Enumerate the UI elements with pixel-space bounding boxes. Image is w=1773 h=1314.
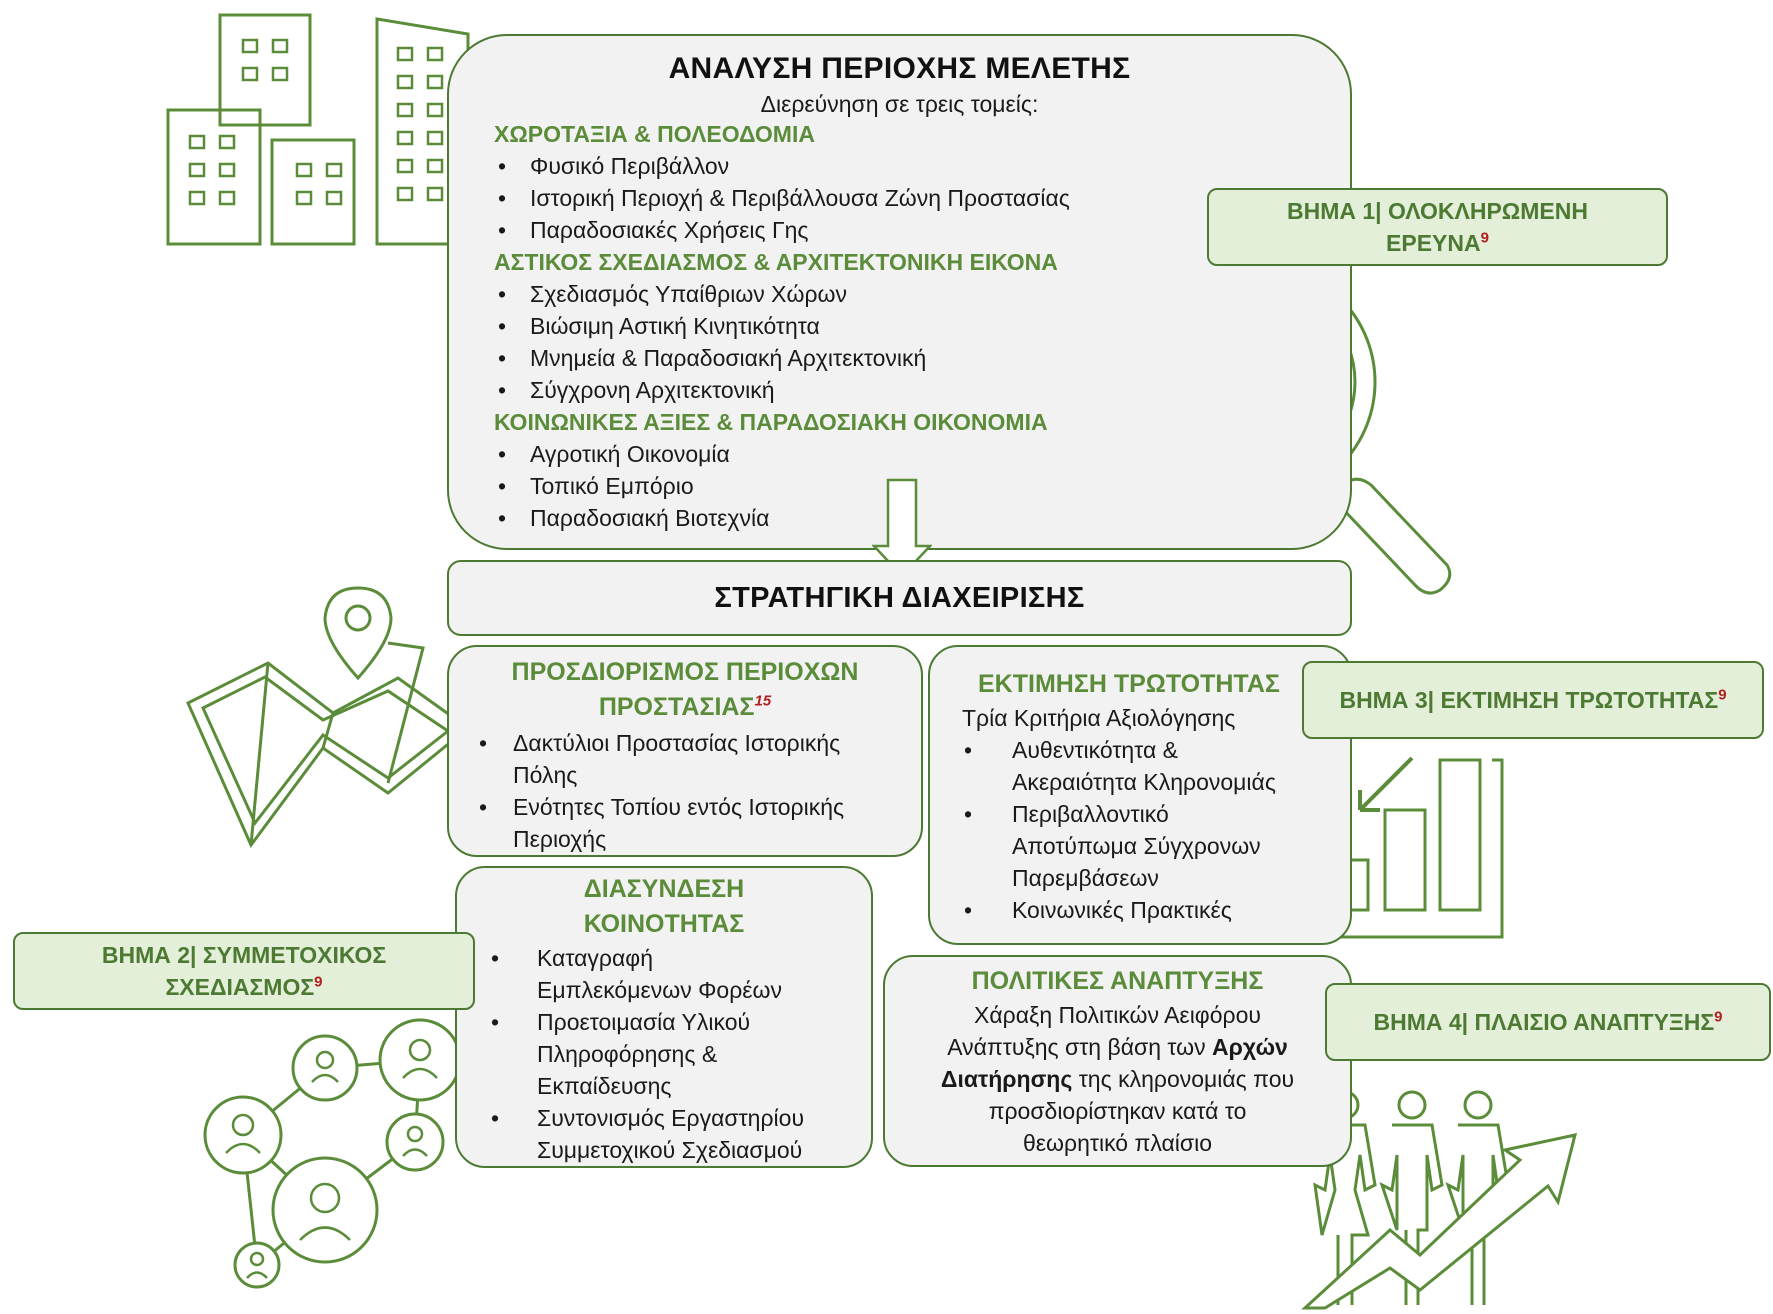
policy-line: θεωρητικό πλαίσιο [1023,1130,1212,1156]
list-item: Βιώσιμη Αστική Κινητικότητα [494,310,1350,342]
study-area-box: ΑΝΑΛΥΣΗ ΠΕΡΙΟΧΗΣ ΜΕΛΕΤΗΣ Διερεύνηση σε τ… [447,34,1352,550]
step-4-label: ΒΗΜΑ 4| ΠΛΑΙΣΙΟ ΑΝΑΠΤΥΞΗΣ9 [1325,983,1771,1061]
protection-areas-box: ΠΡΟΣΔΙΟΡΙΣΜΟΣ ΠΕΡΙΟΧΩΝ ΠΡΟΣΤΑΣΙΑΣ15 Δακτ… [447,645,923,857]
study-subtitle: Διερεύνηση σε τρεις τομείς: [760,91,1039,117]
policy-line: προσδιορίστηκαν κατά το [988,1098,1247,1124]
step-3-label: ΒΗΜΑ 3| ΕΚΤΙΜΗΣΗ ΤΡΩΤΟΤΗΤΑΣ9 [1302,661,1764,739]
section-heading-urban-design: ΑΣΤΙΚΟΣ ΣΧΕΔΙΑΣΜΟΣ & ΑΡΧΙΤΕΚΤΟΝΙΚΗ ΕΙΚΟΝ… [494,249,1058,275]
community-title-line1: ΔΙΑΣΥΝΔΕΣΗ [583,875,745,903]
footnote-ref: 9 [1714,1008,1723,1026]
list-item: Σχεδιασμός Υπαίθριων Χώρων [494,278,1350,310]
footnote-ref: 9 [1480,229,1489,247]
list-item: Τοπικό Εμπόριο [494,470,1350,502]
step-1-label: ΒΗΜΑ 1| ΟΛΟΚΛΗΡΩΜΕΝΗ ΕΡΕΥΝΑ9 [1207,188,1668,266]
people-growth-icon [1300,1090,1580,1310]
list-item: Κοινωνικές Πρακτικές [960,894,1350,926]
protection-title-line1: ΠΡΟΣΔΙΟΡΙΣΜΟΣ ΠΕΡΙΟΧΩΝ [511,658,859,686]
policy-box: ΠΟΛΙΤΙΚΕΣ ΑΝΑΠΤΥΞΗΣ Χάραξη Πολιτικών Αει… [883,955,1352,1167]
footnote-ref: 9 [314,973,323,991]
policy-title: ΠΟΛΙΤΙΚΕΣ ΑΝΑΠΤΥΞΗΣ [971,967,1264,995]
list-item: Φυσικό Περιβάλλον [494,150,1350,182]
list-item: Παραδοσιακή Βιοτεχνία [494,502,1350,534]
section-heading-social: ΚΟΙΝΩΝΙΚΕΣ ΑΞΙΕΣ & ΠΑΡΑΔΟΣΙΑΚΗ ΟΙΚΟΝΟΜΙΑ [494,409,1048,435]
community-box: ΔΙΑΣΥΝΔΕΣΗ ΚΟΙΝΟΤΗΤΑΣ ΚαταγραφήΕμπλεκόμε… [455,866,873,1168]
list-item: Μνημεία & Παραδοσιακή Αρχιτεκτονική [494,342,1350,374]
step-2-label: ΒΗΜΑ 2| ΣΥΜΜΕΤΟΧΙΚΟΣ ΣΧΕΔΙΑΣΜΟΣ9 [13,932,475,1010]
vulnerability-subtitle: Τρία Κριτήρια Αξιολόγησης [962,705,1236,731]
strategy-bar: ΣΤΡΑΤΗΓΙΚΗ ΔΙΑΧΕΙΡΙΣΗΣ [447,560,1352,636]
map-pin-icon [183,583,473,848]
vulnerability-box: ΕΚΤΙΜΗΣΗ ΤΡΩΤΟΤΗΤΑΣ Τρία Κριτήρια Αξιολό… [928,645,1352,945]
policy-line: Χάραξη Πολιτικών Αειφόρου [974,1002,1261,1028]
study-title: ΑΝΑΛΥΣΗ ΠΕΡΙΟΧΗΣ ΜΕΛΕΤΗΣ [668,52,1131,85]
list-item: Ιστορική Περιοχή & Περιβάλλουσα Ζώνη Προ… [494,182,1350,214]
list-item: Σύγχρονη Αρχιτεκτονική [494,374,1350,406]
list-item: Αυθεντικότητα &Ακεραιότητα Κληρονομιάς [960,734,1350,798]
community-title-line2: ΚΟΙΝΟΤΗΤΑΣ [583,910,745,938]
protection-title-line2: ΠΡΟΣΤΑΣΙΑΣ [598,693,755,721]
footnote-ref: 15 [754,692,772,710]
policy-bold: Διατήρησης [940,1066,1073,1092]
list-item: Παραδοσιακές Χρήσεις Γης [494,214,1350,246]
list-item: Αγροτική Οικονομία [494,438,1350,470]
network-people-icon [195,1010,485,1290]
policy-line: της κληρονομιάς που [1072,1066,1295,1092]
footnote-ref: 9 [1718,686,1727,704]
buildings-icon [165,12,470,247]
policy-bold: Αρχών [1211,1034,1288,1060]
vulnerability-title: ΕΚΤΙΜΗΣΗ ΤΡΩΤΟΤΗΤΑΣ [978,670,1280,698]
policy-line: Ανάπτυξης στη βάση των [947,1034,1212,1060]
section-heading-planning: ΧΩΡΟΤΑΞΙΑ & ΠΟΛΕΟΔΟΜΙΑ [494,121,815,147]
strategy-title: ΣΤΡΑΤΗΓΙΚΗ ΔΙΑΧΕΙΡΙΣΗΣ [714,581,1085,614]
